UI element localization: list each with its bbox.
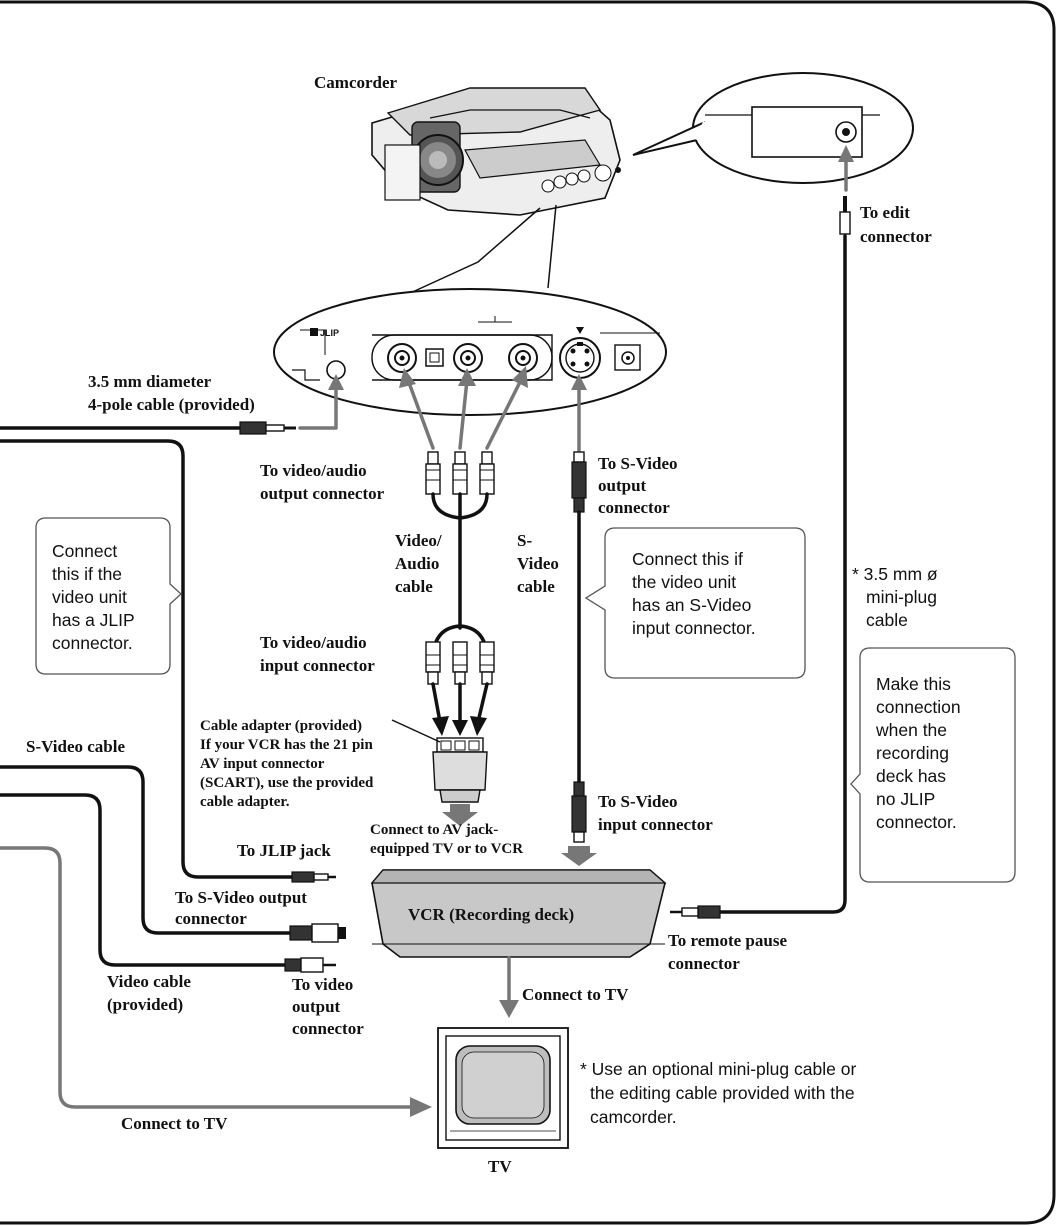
remote-pause-cable — [670, 234, 847, 919]
s-video-cable-left-label: S-Video cable — [26, 737, 125, 756]
svg-text:connector: connector — [598, 498, 670, 517]
svg-text:recording: recording — [876, 743, 949, 763]
to-sv-out-left-label: To S-Video output — [175, 888, 307, 907]
mini-plug-label: * 3.5 mm ø — [852, 564, 938, 584]
svg-text:mini-plug: mini-plug — [866, 587, 937, 607]
svg-text:If your VCR has the 21 pin: If your VCR has the 21 pin — [200, 737, 373, 753]
svg-text:cable: cable — [866, 610, 908, 630]
to-video-out-label: To video — [292, 975, 353, 994]
upward-arrows — [298, 366, 587, 452]
tv-cable-left — [0, 846, 432, 1117]
svg-text:output: output — [292, 997, 341, 1016]
svg-text:4-pole cable (provided): 4-pole cable (provided) — [88, 395, 255, 414]
scart-adapter — [391, 719, 488, 826]
svg-text:no JLIP: no JLIP — [876, 789, 935, 809]
callout-jlip-text: Connect — [52, 541, 117, 561]
svg-text:camcorder.: camcorder. — [590, 1107, 677, 1127]
svg-text:connector: connector — [860, 227, 932, 246]
s-video-cable-center — [561, 451, 597, 866]
connect-tv-bottom-label: Connect to TV — [121, 1114, 228, 1133]
svg-text:the video unit: the video unit — [632, 572, 736, 592]
jlip-logo: JLIP — [320, 328, 339, 338]
to-remote-label: To remote pause — [668, 931, 787, 950]
vcr-deck: VCR (Recording deck) — [370, 869, 667, 958]
svg-text:input connector: input connector — [260, 656, 375, 675]
svg-text:connector.: connector. — [876, 812, 957, 832]
camcorder-label: Camcorder — [314, 73, 398, 92]
cable-adapter-label: Cable adapter (provided) — [200, 718, 362, 734]
svg-text:video unit: video unit — [52, 587, 127, 607]
tv-label: TV — [488, 1157, 512, 1176]
jlip-cable — [0, 421, 336, 883]
svg-text:output connector: output connector — [260, 484, 385, 503]
to-edit-label: To edit — [860, 203, 910, 222]
footnote: * Use an optional mini-plug cable or — [580, 1059, 856, 1079]
callout-svideo — [584, 527, 806, 679]
to-av-out-label: To video/audio — [260, 461, 367, 480]
camcorder-illustration: Camcorder — [314, 73, 621, 216]
svg-text:(provided): (provided) — [107, 995, 183, 1014]
to-jlip-jack-label: To JLIP jack — [237, 841, 331, 860]
svg-text:connector: connector — [292, 1019, 364, 1038]
svg-text:connector: connector — [668, 954, 740, 973]
connect-tv-mid-label: Connect to TV — [522, 985, 629, 1004]
svg-text:output: output — [598, 476, 647, 495]
edit-plug — [839, 196, 851, 236]
callout-jlip — [35, 517, 182, 675]
jack-panel: JLIP — [273, 288, 667, 416]
svg-text:cable adapter.: cable adapter. — [200, 794, 290, 810]
svg-text:this if the: this if the — [52, 564, 122, 584]
callout-svideo-text: Connect this if — [632, 549, 743, 569]
svg-text:connection: connection — [876, 697, 961, 717]
svg-text:input connector: input connector — [598, 815, 713, 834]
svg-text:cable: cable — [517, 577, 555, 596]
to-av-in-label: To video/audio — [260, 633, 367, 652]
callout-nojlip — [850, 647, 1016, 883]
connect-av-label: Connect to AV jack- — [370, 822, 498, 838]
svg-text:input connector.: input connector. — [632, 618, 756, 638]
svg-text:AV input connector: AV input connector — [200, 756, 325, 772]
svg-text:has a JLIP: has a JLIP — [52, 610, 135, 630]
vcr-label: VCR (Recording deck) — [408, 905, 574, 924]
callout-nojlip-text: Make this — [876, 674, 951, 694]
svg-text:when the: when the — [875, 720, 947, 740]
svg-text:equipped TV or to VCR: equipped TV or to VCR — [370, 841, 523, 857]
to-sv-in-label: To S-Video — [598, 792, 678, 811]
svg-text:connector: connector — [175, 909, 247, 928]
cable-35-label: 3.5 mm diameter — [88, 372, 212, 391]
video-audio-cable — [425, 451, 495, 736]
tv-set: TV — [437, 1027, 569, 1176]
svg-text:Video: Video — [517, 554, 559, 573]
to-sv-out-label: To S-Video — [598, 454, 678, 473]
svg-text:Audio: Audio — [395, 554, 439, 573]
edit-connector-bubble — [632, 72, 914, 192]
svg-text:the editing cable provided wit: the editing cable provided with the — [590, 1083, 855, 1103]
s-video-cable-left — [0, 765, 346, 943]
svg-text:deck has: deck has — [876, 766, 946, 786]
video-cable-left — [0, 793, 336, 973]
s-video-cable-mid-label: S- — [517, 531, 532, 550]
svg-text:cable: cable — [395, 577, 433, 596]
svg-text:(SCART), use the provided: (SCART), use the provided — [200, 775, 374, 791]
video-audio-cable-label: Video/ — [395, 531, 442, 550]
svg-text:has an S-Video: has an S-Video — [632, 595, 751, 615]
svg-text:connector.: connector. — [52, 633, 133, 653]
video-cable-label: Video cable — [107, 972, 191, 991]
